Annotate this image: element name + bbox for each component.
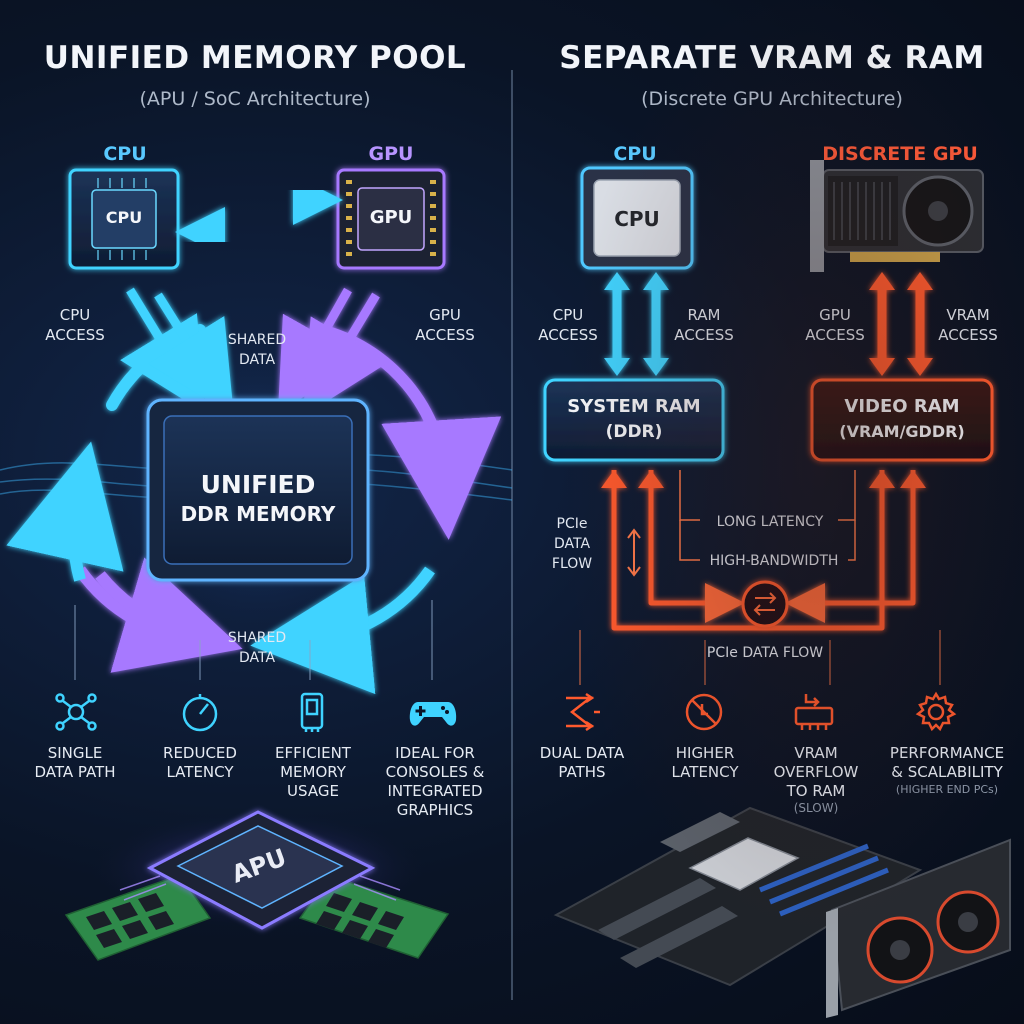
- right-subtitle: (Discrete GPU Architecture): [641, 88, 903, 110]
- feature-vram-overflow-note: (SLOW): [793, 801, 839, 815]
- video-ram-box: [810, 378, 994, 462]
- long-latency-label: LONG LATENCY: [716, 514, 824, 530]
- feature-vram-overflow: VRAM OVERFLOW TO RAM: [773, 744, 859, 800]
- feature-efficient-memory-usage: EFFICIENT MEMORY USAGE: [275, 744, 351, 800]
- video-ram-line1: VIDEO RAM: [844, 396, 960, 417]
- ram-access-label: RAM ACCESS: [674, 306, 734, 344]
- bidirectional-marker: [627, 528, 641, 577]
- right-cpu-chip-label: CPU: [614, 207, 660, 231]
- left-gpu-chip-label: GPU: [369, 207, 413, 228]
- system-ram-line1: SYSTEM RAM: [567, 396, 701, 417]
- feature-dual-data-paths: DUAL DATA PATHS: [539, 744, 625, 781]
- no-entry-icon: [685, 693, 723, 731]
- video-ram-line2: (VRAM/GDDR): [839, 422, 965, 441]
- graphics-card: [826, 838, 1011, 1018]
- gamepad-icon: [409, 702, 457, 726]
- feature-connectors-left: [74, 600, 433, 680]
- left-subtitle: (APU / SoC Architecture): [139, 88, 371, 110]
- left-title: UNIFIED MEMORY POOL: [43, 40, 467, 76]
- feature-ideal-for-consoles: IDEAL FOR CONSOLES & INTEGRATED GRAPHICS: [385, 744, 485, 819]
- right-gpu-header: DISCRETE GPU: [822, 143, 978, 165]
- memory-access-arrows: [120, 287, 388, 417]
- vram-access-label: VRAM ACCESS: [938, 306, 998, 344]
- feature-higher-latency: HIGHER LATENCY: [671, 744, 739, 781]
- left-cpu-chip-label: CPU: [105, 208, 143, 227]
- feature-connectors-right: [579, 630, 941, 685]
- gauge-icon: [182, 694, 218, 732]
- left-gpu-access-label: GPU ACCESS: [415, 306, 475, 344]
- pcie-flow-left-label: PCIe DATA FLOW: [551, 516, 593, 572]
- unified-memory-line1: UNIFIED: [200, 470, 316, 499]
- discrete-gpu-card: [810, 160, 984, 272]
- gpu-vram-access-arrows: [869, 272, 933, 376]
- motherboard: [553, 806, 923, 987]
- gpu-chip-left: [336, 168, 446, 270]
- memory-module-right: [298, 875, 450, 959]
- latency-bracket-lines: [679, 470, 856, 561]
- pcie-hub-icon: [741, 580, 789, 628]
- left-cpu-header: CPU: [103, 143, 147, 165]
- cpu-gpu-exchange-arrows: [175, 175, 343, 257]
- feature-single-data-path: SINGLE DATA PATH: [34, 744, 116, 781]
- dual-path-icon: [566, 692, 600, 732]
- right-cpu-header: CPU: [613, 143, 657, 165]
- feature-performance-scalability: PERFORMANCE & SCALABILITY: [889, 744, 1005, 781]
- pcie-flow-paths: [601, 470, 926, 631]
- feature-reduced-latency: REDUCED LATENCY: [163, 744, 237, 781]
- gear-icon: [915, 691, 957, 732]
- right-title: SEPARATE VRAM & RAM: [559, 40, 985, 76]
- pcie-flow-bottom-label: PCIe DATA FLOW: [706, 645, 824, 661]
- feature-performance-note: (HIGHER END PCs): [895, 783, 999, 796]
- cpu-ram-access-arrows: [604, 272, 669, 376]
- shared-data-bottom-label: SHARED DATA: [227, 630, 287, 666]
- memory-module-left: [64, 874, 212, 961]
- high-bandwidth-label: HIGH-BANDWIDTH: [709, 553, 839, 569]
- unified-memory-line2: DDR MEMORY: [180, 502, 336, 526]
- overflow-icon: [794, 694, 834, 730]
- apu-chip: [119, 810, 401, 930]
- shared-data-top-label: SHARED DATA: [227, 332, 287, 368]
- memory-stick-icon: [300, 692, 324, 732]
- system-ram-box: [543, 378, 725, 462]
- left-gpu-header: GPU: [368, 143, 414, 165]
- right-gpu-access-label: GPU ACCESS: [805, 306, 865, 344]
- left-cpu-access-label: CPU ACCESS: [45, 306, 105, 344]
- right-cpu-access-label: CPU ACCESS: [538, 306, 598, 344]
- unified-memory-block: [146, 398, 370, 582]
- system-ram-line2: (DDR): [605, 422, 663, 442]
- network-nodes-icon: [55, 693, 97, 731]
- cpu-chip-right: [580, 166, 694, 270]
